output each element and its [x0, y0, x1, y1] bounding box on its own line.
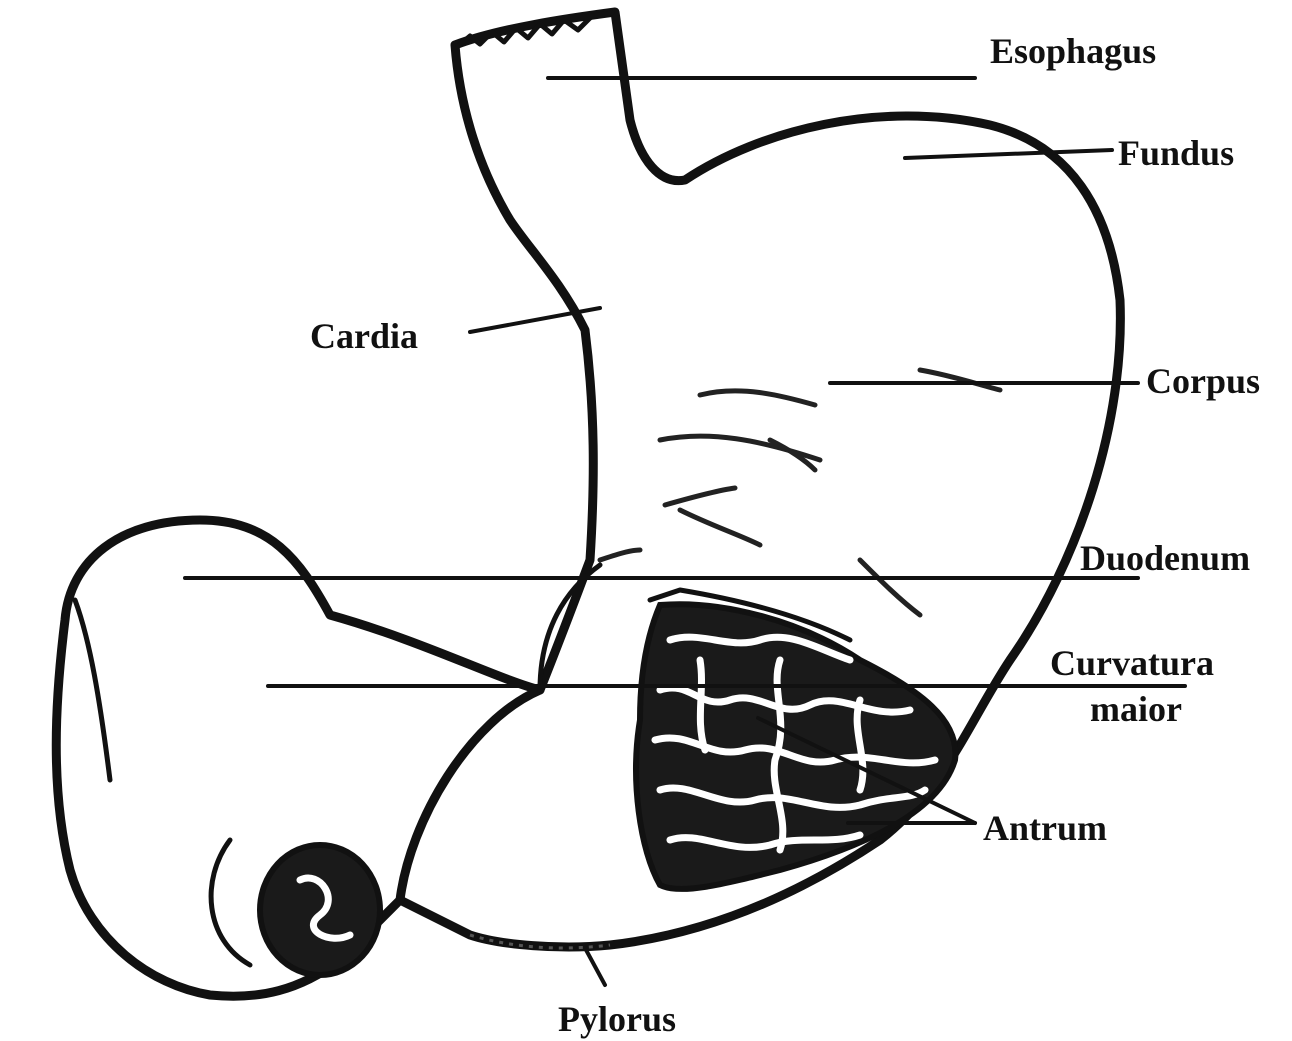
label-antrum: Antrum [983, 808, 1107, 848]
label-pylorus: Pylorus [558, 999, 676, 1039]
label-corpus: Corpus [1146, 361, 1260, 401]
label-cardia: Cardia [310, 316, 418, 356]
duodenum-cut-opening [260, 845, 380, 975]
label-curvatura-line1: Curvatura [1050, 643, 1214, 683]
label-esophagus: Esophagus [990, 31, 1156, 71]
label-curvatura-line2: maior [1090, 689, 1182, 729]
label-duodenum: Duodenum [1080, 538, 1250, 578]
label-fundus: Fundus [1118, 133, 1234, 173]
stomach-illustration [56, 12, 1120, 996]
leader-pylorus [585, 948, 605, 985]
